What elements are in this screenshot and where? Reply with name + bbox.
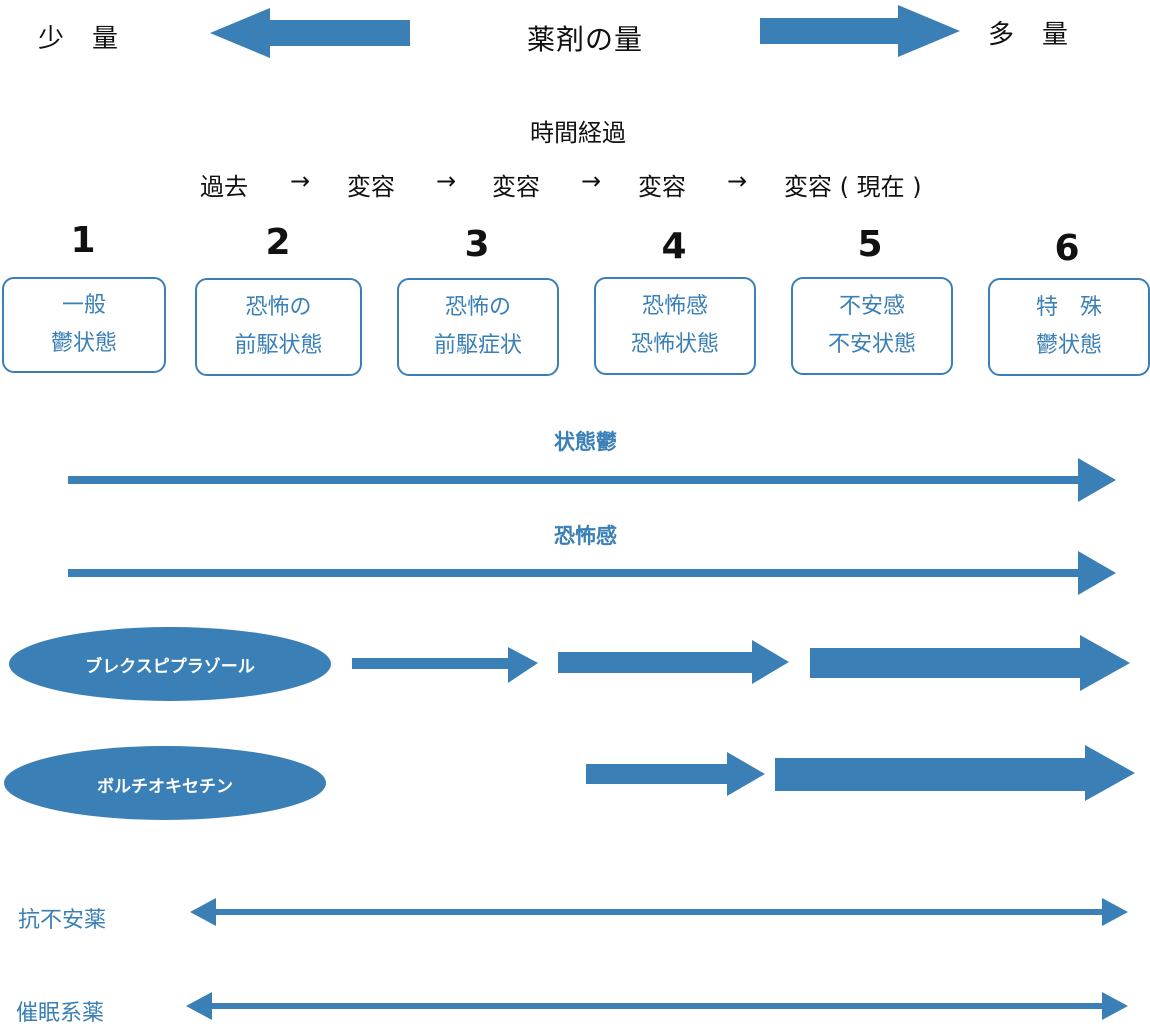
stage-box: 不安感 不安状態: [791, 277, 953, 375]
drug-name-vortioxetine: ボルチオキセチン: [97, 777, 233, 797]
drug1-dose-arrow-large: [810, 635, 1130, 691]
stage-box: 特 殊 鬱状態: [988, 278, 1150, 376]
timeline-arrow: →: [290, 167, 311, 195]
fear-progress-arrow: [68, 551, 1116, 595]
depression-progress-label: 状態鬱: [554, 430, 617, 454]
depression-progress-arrow: [68, 458, 1116, 502]
stage-line-1: 恐怖感: [641, 294, 708, 319]
stage-line-1: 恐怖の: [245, 295, 312, 320]
timeline-step-current: 変容 ( 現在 ): [784, 173, 922, 201]
fear-progress-label: 恐怖感: [554, 524, 617, 548]
drug-name-brexpiprazole: ブレクスピプラゾール: [85, 657, 255, 677]
hypnotic-range-arrow: [186, 992, 1128, 1020]
stage-line-2: 不安状態: [827, 332, 916, 357]
drug-ellipse-2: [4, 746, 326, 820]
timeline-step-change: 変容: [347, 173, 395, 201]
stage-box: 一般 鬱状態: [2, 277, 166, 373]
stage-box: 恐怖感 恐怖状態: [594, 277, 756, 375]
stage-box: 恐怖の 前駆状態: [195, 278, 362, 376]
stage-line-2: 恐怖状態: [630, 332, 719, 357]
stage-line-1: 特 殊: [1035, 295, 1102, 320]
drug1-dose-arrow-small: [352, 647, 538, 683]
large-amount-label: 多量: [988, 20, 1097, 50]
right-arrow: [760, 5, 960, 57]
stage-number: 4: [661, 226, 687, 267]
stage-line-2: 鬱状態: [1035, 333, 1102, 358]
anxiolytic-label: 抗不安薬: [18, 908, 107, 933]
timeline-step-change: 変容: [638, 173, 686, 201]
drug1-dose-arrow-medium: [558, 640, 789, 684]
stage-number: 6: [1054, 228, 1080, 269]
stage-number: 5: [857, 224, 883, 265]
small-amount-label: 少量: [38, 24, 147, 54]
timeline-step-past: 過去: [200, 173, 248, 201]
timeline-arrow: →: [436, 167, 457, 195]
stage-line-1: 恐怖の: [444, 295, 511, 320]
drug2-dose-arrow-medium: [586, 752, 765, 796]
stage-number: 1: [70, 220, 96, 261]
drug2-dose-arrow-large: [775, 745, 1135, 801]
hypnotic-label: 催眠系薬: [16, 1001, 105, 1026]
stage-line-1: 不安感: [838, 294, 905, 319]
stage-number: 2: [265, 222, 291, 263]
stage-line-2: 鬱状態: [50, 331, 117, 356]
timeline-arrow: →: [727, 167, 748, 195]
time-progress-title: 時間経過: [530, 119, 626, 147]
left-arrow: [210, 8, 410, 58]
dosage-title: 薬剤の量: [527, 23, 644, 56]
stage-number: 3: [464, 224, 490, 265]
stage-line-2: 前駆状態: [234, 333, 323, 358]
stage-line-2: 前駆症状: [433, 333, 522, 358]
anxiolytic-range-arrow: [190, 898, 1128, 926]
timeline-arrow: →: [581, 167, 602, 195]
drug-ellipse-1: [9, 627, 331, 701]
timeline-step-change: 変容: [492, 173, 540, 201]
stage-line-1: 一般: [61, 293, 106, 318]
stage-box: 恐怖の 前駆症状: [397, 278, 559, 376]
